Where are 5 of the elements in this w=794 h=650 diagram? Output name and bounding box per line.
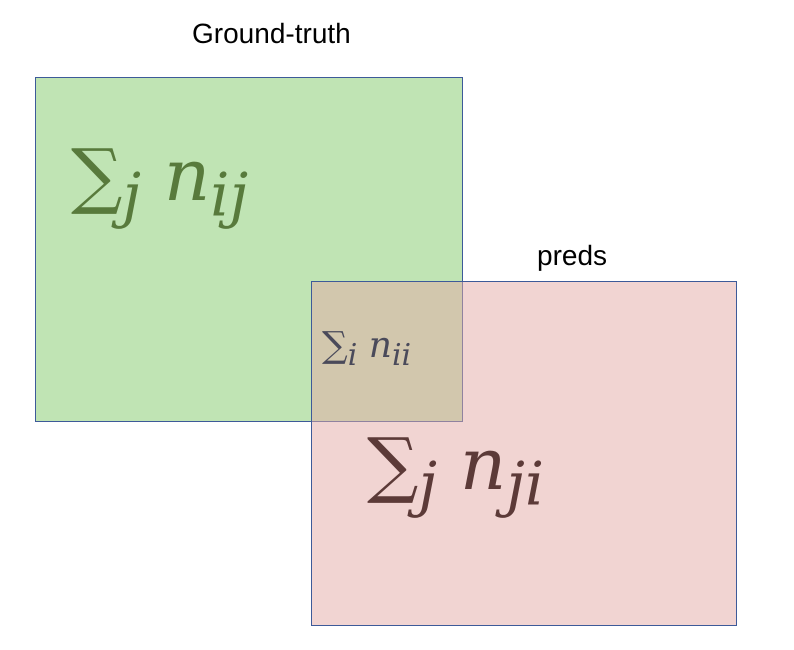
formula-text: ∑$_{j}$ n$_{ij}$	[71, 133, 248, 230]
formula-text: ∑$_{j}$ n$_{ji}$	[367, 422, 544, 520]
region-title: preds	[537, 240, 608, 272]
region-title: Ground-truth	[192, 18, 351, 50]
formula-text: ∑$_{i}$ n$_{ii}$	[322, 325, 412, 374]
